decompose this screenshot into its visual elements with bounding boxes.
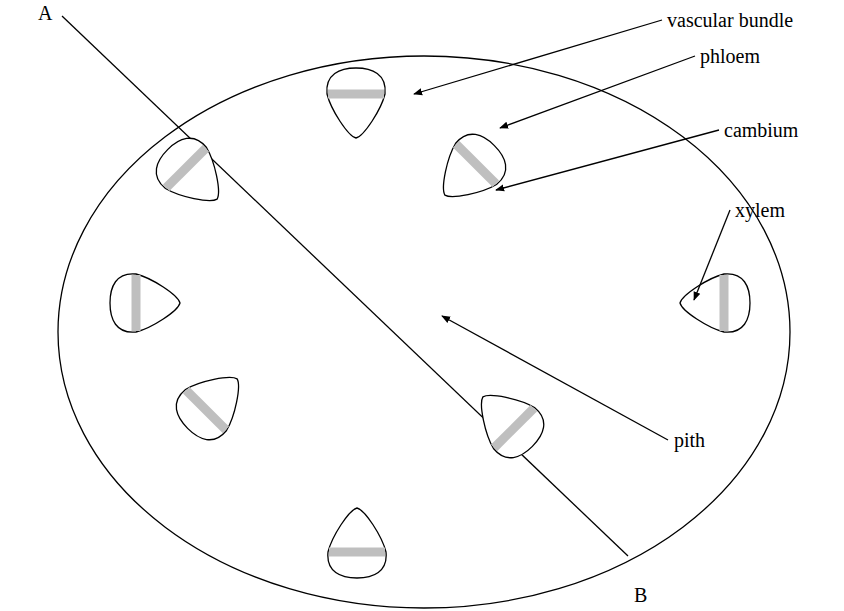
leader-lines: [414, 20, 730, 440]
part-label: cambium: [724, 119, 798, 141]
part-label: xylem: [735, 199, 785, 221]
part-label: vascular bundle: [667, 9, 793, 31]
stem-outline: [58, 56, 790, 608]
part-label: pith: [674, 429, 705, 451]
vascular-bundles: [110, 68, 750, 578]
section-end-label: B: [634, 584, 647, 606]
section-end-label: A: [38, 2, 52, 24]
section-line: [62, 16, 628, 556]
part-label: phloem: [700, 45, 760, 67]
